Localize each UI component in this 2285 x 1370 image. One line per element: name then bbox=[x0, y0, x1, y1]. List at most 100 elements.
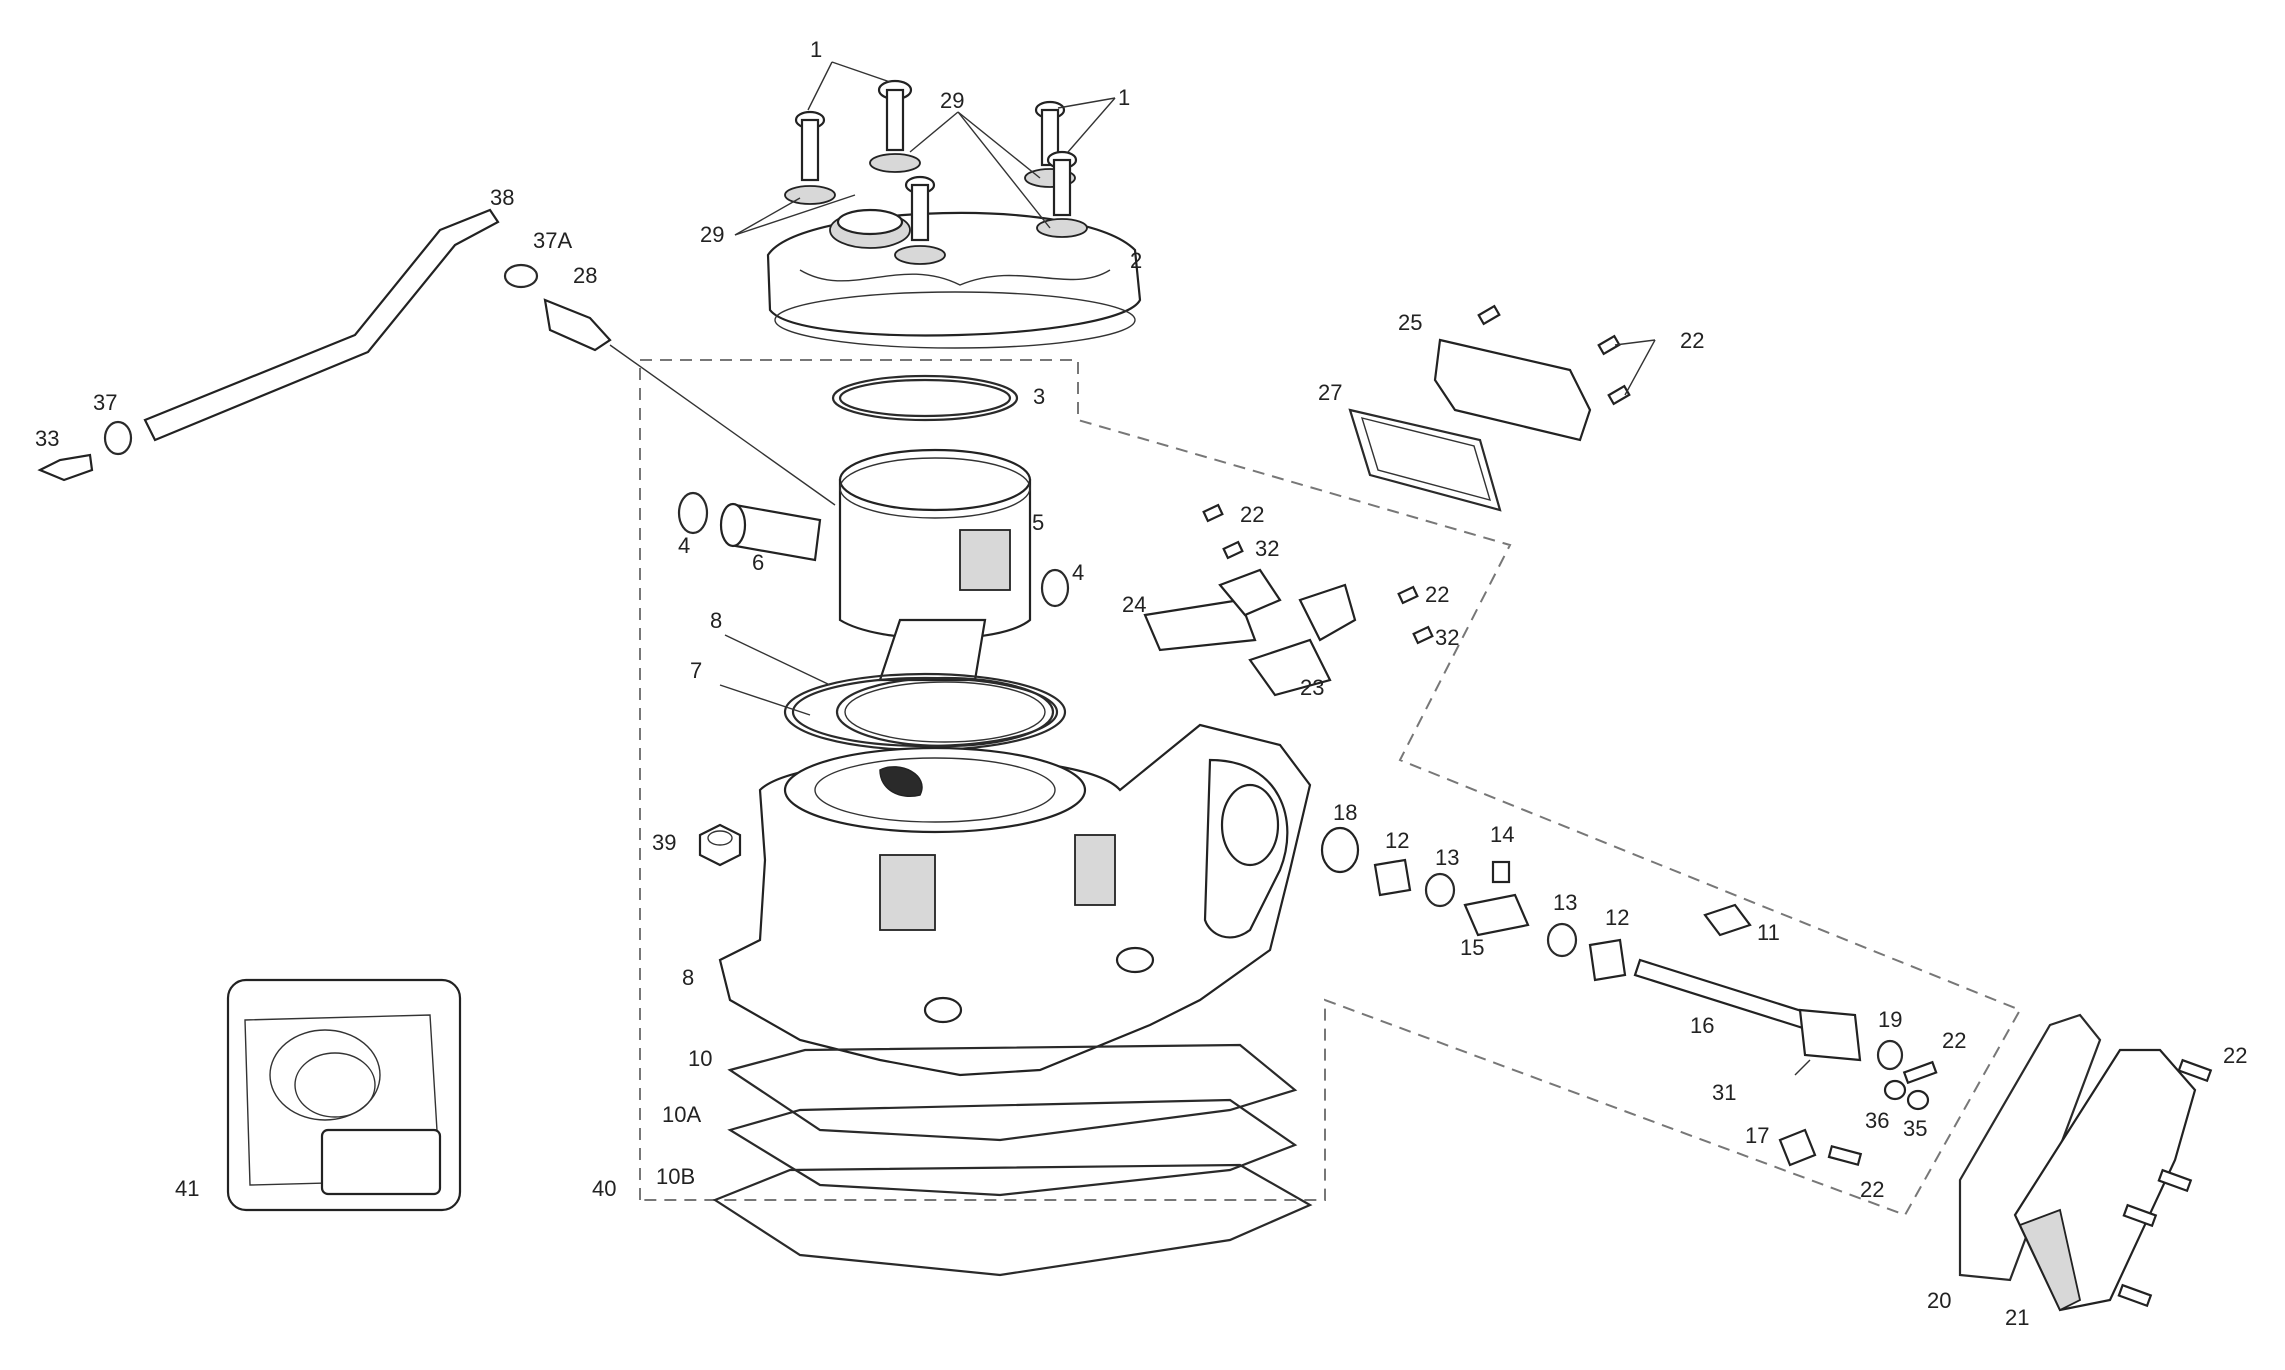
label-22: 22 bbox=[1425, 582, 1449, 607]
spring-13b bbox=[1546, 922, 1578, 958]
label-1: 1 bbox=[810, 37, 822, 62]
valve-screws bbox=[1202, 503, 1434, 645]
nut-35 bbox=[1906, 1089, 1930, 1111]
head-bolt bbox=[869, 79, 921, 173]
label-13: 13 bbox=[1553, 890, 1577, 915]
label-8: 8 bbox=[682, 965, 694, 990]
base-gasket-10a bbox=[727, 1098, 1298, 1197]
linkage-screws-22 bbox=[1827, 1060, 1938, 1167]
label-20: 20 bbox=[1927, 1288, 1951, 1313]
head-bolt bbox=[784, 110, 836, 205]
label-28: 28 bbox=[573, 263, 597, 288]
label-41: 41 bbox=[175, 1176, 199, 1201]
label-4: 4 bbox=[678, 533, 690, 558]
piston-pin bbox=[719, 502, 822, 562]
hose-clamp-37 bbox=[103, 420, 133, 456]
cylinder-gaskets bbox=[783, 672, 1067, 752]
cylinder-nut-39 bbox=[698, 823, 742, 867]
label-29: 29 bbox=[940, 88, 964, 113]
label-4: 4 bbox=[1072, 560, 1084, 585]
base-gasket-10 bbox=[727, 1043, 1298, 1142]
lever-31 bbox=[1798, 1008, 1862, 1062]
label-2: 2 bbox=[1130, 248, 1142, 273]
cylinder-nuts bbox=[923, 946, 1155, 1024]
label-38: 38 bbox=[490, 185, 514, 210]
side-cover-21 bbox=[2013, 1048, 2197, 1312]
label-13: 13 bbox=[1435, 845, 1459, 870]
piston bbox=[838, 448, 1032, 682]
bushing-12b bbox=[1588, 938, 1627, 982]
label-6: 6 bbox=[752, 550, 764, 575]
base-gasket-10b bbox=[712, 1163, 1313, 1277]
bracket-17 bbox=[1778, 1128, 1817, 1167]
leader-lines bbox=[719, 61, 1811, 1076]
head-bolt bbox=[1036, 150, 1088, 238]
assembly-boundary-dashed bbox=[639, 359, 2022, 1217]
label-18: 18 bbox=[1333, 800, 1357, 825]
label-22: 22 bbox=[1860, 1177, 1884, 1202]
label-5: 5 bbox=[1032, 510, 1044, 535]
label-39: 39 bbox=[652, 830, 676, 855]
label-12: 12 bbox=[1605, 905, 1629, 930]
cylinder-body bbox=[718, 723, 1312, 1077]
cover-screws-22b bbox=[2117, 1058, 2213, 1308]
label-27: 27 bbox=[1318, 380, 1342, 405]
label-11: 11 bbox=[1757, 920, 1780, 945]
part-labels: 1 1 29 29 2 3 4 4 5 6 8 7 39 8 10 10A 10… bbox=[35, 37, 2247, 1330]
label-37: 37 bbox=[93, 390, 117, 415]
label-32: 32 bbox=[1435, 625, 1459, 650]
label-16: 16 bbox=[1690, 1013, 1714, 1038]
hose-clamp-37a bbox=[503, 263, 539, 289]
head-bolt bbox=[894, 175, 946, 265]
label-3: 3 bbox=[1033, 384, 1045, 409]
nut-36 bbox=[1883, 1079, 1907, 1101]
screw-14 bbox=[1491, 860, 1511, 884]
label-10: 10 bbox=[688, 1046, 712, 1071]
label-7: 7 bbox=[690, 658, 702, 683]
label-32: 32 bbox=[1255, 536, 1279, 561]
valve-24 bbox=[1143, 568, 1282, 652]
label-40: 40 bbox=[592, 1176, 616, 1201]
label-23: 23 bbox=[1300, 675, 1324, 700]
lever-15 bbox=[1463, 893, 1530, 937]
valve-bushing-18 bbox=[1320, 826, 1360, 874]
label-22: 22 bbox=[1240, 502, 1264, 527]
label-25: 25 bbox=[1398, 310, 1422, 335]
bleed-screw-33 bbox=[37, 453, 94, 482]
label-12: 12 bbox=[1385, 828, 1409, 853]
cylinder-head bbox=[766, 208, 1142, 349]
label-22: 22 bbox=[2223, 1043, 2247, 1068]
piston-pin-clip bbox=[677, 491, 709, 535]
bushing-12a bbox=[1373, 858, 1412, 897]
label-22: 22 bbox=[1942, 1028, 1966, 1053]
gasket-kit bbox=[226, 978, 462, 1212]
label-10a: 10A bbox=[662, 1102, 701, 1127]
temperature-sensor-28 bbox=[543, 298, 836, 506]
label-31: 31 bbox=[1712, 1080, 1736, 1105]
reed-cover-25 bbox=[1433, 338, 1592, 442]
valve-23 bbox=[1248, 583, 1357, 697]
label-10b: 10B bbox=[656, 1164, 695, 1189]
head-bolts bbox=[784, 79, 1088, 265]
head-o-ring bbox=[831, 374, 1019, 422]
label-15: 15 bbox=[1460, 935, 1484, 960]
label-21: 21 bbox=[2005, 1305, 2029, 1330]
piston-pin-clip bbox=[1040, 568, 1070, 608]
label-17: 17 bbox=[1745, 1123, 1769, 1148]
plate-11 bbox=[1703, 903, 1752, 937]
cover-screws-22 bbox=[1477, 304, 1631, 406]
label-1: 1 bbox=[1118, 85, 1130, 110]
label-36: 36 bbox=[1865, 1108, 1889, 1133]
cover-gasket-20 bbox=[1958, 1013, 2102, 1282]
label-8: 8 bbox=[710, 608, 722, 633]
label-22: 22 bbox=[1680, 328, 1704, 353]
coolant-hose bbox=[143, 208, 500, 442]
spring-13a bbox=[1424, 872, 1456, 908]
label-35: 35 bbox=[1903, 1116, 1927, 1141]
label-14: 14 bbox=[1490, 822, 1514, 847]
washer-19 bbox=[1876, 1039, 1904, 1071]
label-33: 33 bbox=[35, 426, 59, 451]
label-24: 24 bbox=[1122, 592, 1146, 617]
